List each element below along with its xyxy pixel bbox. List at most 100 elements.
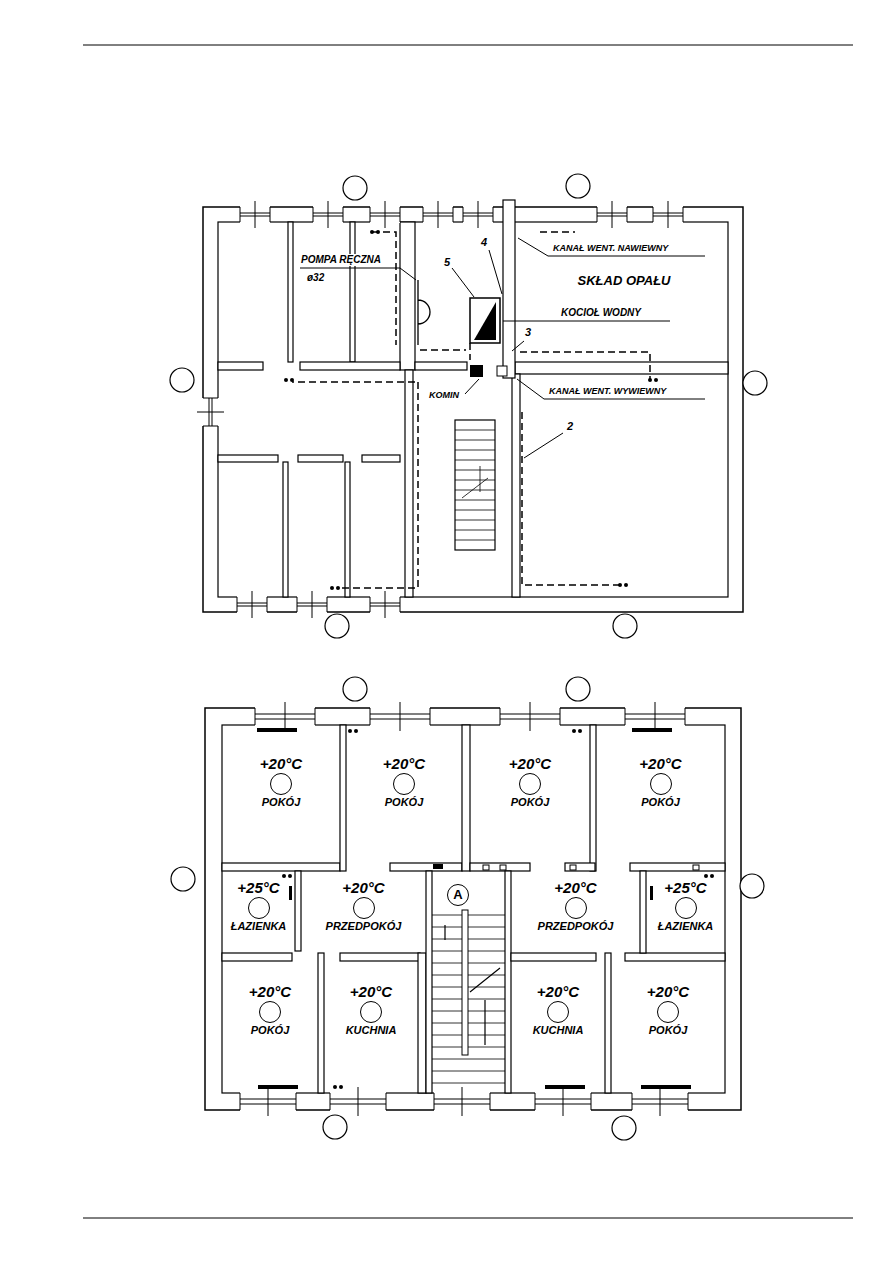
boiler-symbol: [470, 298, 500, 343]
room-name: KUCHNIA: [533, 1024, 584, 1037]
partition-wall: [405, 370, 413, 597]
axis-circle: [740, 874, 764, 898]
part-label: KOCIOŁ WODNY: [560, 307, 642, 319]
radiator: [650, 886, 653, 900]
partition-walls: [222, 725, 725, 1093]
part-label: KANAŁ WENT. WYWIEWNY: [548, 386, 667, 396]
room-area: +20°C POKÓJ: [596, 725, 725, 863]
partition-wall: [390, 863, 462, 871]
partition-wall: [283, 462, 288, 597]
room-name: POKÓJ: [641, 796, 680, 809]
stair-steps: [455, 430, 495, 540]
partition-wall: [400, 222, 415, 370]
axis-circle: [170, 368, 194, 392]
partition-wall: [625, 953, 725, 961]
partition-wall: [418, 953, 426, 1093]
riser-dot: [290, 378, 294, 382]
room-number-circle: [547, 1001, 569, 1023]
ventilation-channel: [503, 200, 515, 378]
room-number-circle: [270, 773, 292, 795]
room-name: PRZEDPOKÓJ: [326, 920, 402, 933]
callout-number: 5: [443, 256, 451, 269]
room-name: POKÓJ: [649, 1024, 688, 1037]
partition-wall: [350, 222, 355, 362]
temperature-label: +20°C: [383, 755, 425, 772]
riser-dot: [618, 583, 622, 587]
room-area: +25°CŁAZIENKA: [646, 871, 725, 953]
room-name: SKŁAD OPAŁU: [578, 274, 671, 289]
temperature-label: +20°C: [554, 879, 596, 896]
room-area: +20°CKUCHNIA: [511, 961, 605, 1093]
temperature-label: +25°C: [664, 879, 706, 896]
radiator: [258, 1085, 298, 1089]
room-name: POKÓJ: [251, 1024, 290, 1037]
room-number-circle: [657, 1001, 679, 1023]
partition-wall: [630, 863, 725, 871]
axis-circle: [323, 1115, 347, 1139]
axis-circle: [613, 614, 637, 638]
radiator: [545, 1085, 585, 1089]
room-number-circle: [565, 897, 587, 919]
axis-circle: [325, 614, 349, 638]
outer-wall: [218, 222, 728, 597]
room-name: POKÓJ: [262, 796, 301, 809]
axis-circle: [743, 371, 767, 395]
partition-wall: [218, 362, 263, 370]
riser-dot: [704, 874, 708, 878]
partition-wall: [222, 953, 292, 961]
riser-dot: [376, 230, 380, 234]
room-area: +20°C POKÓJ: [611, 961, 725, 1093]
vent-symbol: [500, 865, 506, 870]
temperature-label: +20°C: [647, 983, 689, 1000]
partition-wall: [318, 953, 324, 1093]
riser-dot: [330, 586, 334, 590]
axis-circle: [566, 174, 590, 198]
partition-wall: [288, 222, 293, 362]
vent-symbol: [570, 865, 576, 870]
part-label: ø32: [306, 272, 325, 284]
room-name: POKÓJ: [385, 796, 424, 809]
callout-number: 3: [524, 326, 532, 339]
room-number-circle: [360, 1001, 382, 1023]
room-area: +20°C PRZEDPOKÓJ: [511, 871, 640, 953]
axis-letter: A: [453, 888, 462, 903]
room-name: ŁAZIENKA: [231, 920, 287, 933]
axis-markers: [170, 174, 767, 1140]
axis-circle: [343, 677, 367, 701]
callout-number: 2: [566, 420, 574, 433]
room-number-circle: [259, 1001, 281, 1023]
temperature-label: +20°C: [350, 983, 392, 1000]
vent-symbol: [483, 865, 489, 870]
riser-dot: [339, 1085, 343, 1089]
riser-dot: [284, 378, 288, 382]
riser-dot: [333, 1085, 337, 1089]
boiler-symbol: [474, 302, 496, 340]
partition-wall: [300, 362, 400, 370]
partition-wall: [222, 863, 340, 871]
partition-wall: [515, 362, 728, 374]
room-area: +20°C POKÓJ: [222, 961, 318, 1093]
partition-wall: [345, 462, 350, 597]
riser-dot: [348, 729, 352, 733]
chimney-symbol: [470, 365, 483, 377]
temperature-label: +20°C: [249, 983, 291, 1000]
riser-dot: [648, 378, 652, 382]
axis-circle: [171, 867, 195, 891]
riser-dot: [710, 874, 714, 878]
room-area: +20°C POKÓJ: [346, 725, 462, 863]
window-symbol: [197, 201, 688, 1116]
partition-wall: [340, 953, 420, 961]
axis-circle: [343, 176, 367, 200]
vent-symbol: [693, 865, 699, 870]
radiator: [257, 728, 297, 732]
riser-dot: [624, 583, 628, 587]
riser-dot: [578, 729, 582, 733]
outer-wall: [222, 725, 725, 1093]
room-name: KUCHNIA: [346, 1024, 397, 1037]
temperature-label: +20°C: [639, 755, 681, 772]
riser-dot: [654, 378, 658, 382]
room-name: PRZEDPOKÓJ: [538, 920, 614, 933]
